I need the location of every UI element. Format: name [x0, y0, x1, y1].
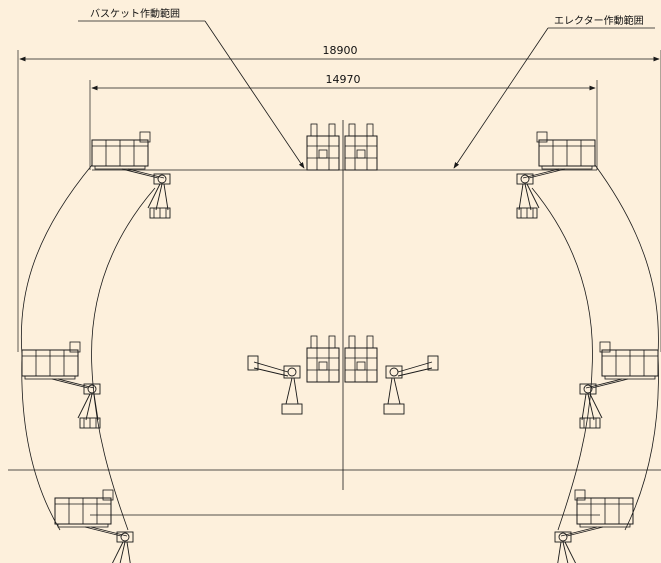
erector-range-leader [453, 27, 549, 169]
erector-range-label: エレクター作動範囲 [554, 14, 644, 27]
unit-middle-right [579, 341, 659, 429]
unit-top-left [91, 131, 171, 219]
basket-range-leader [204, 20, 305, 169]
basket-range-label: バスケット作動範囲 [90, 7, 180, 20]
unit-bottom-right [554, 489, 634, 563]
boom-middle-inner-left [247, 355, 303, 415]
unit-top-center-left [306, 123, 340, 171]
unit-top-right [516, 131, 596, 219]
unit-middle-center-right [344, 335, 378, 383]
erector-range-arc-right [531, 187, 593, 531]
unit-top-center-right [344, 123, 378, 171]
boom-middle-inner-right [383, 355, 439, 415]
unit-middle-left [21, 341, 101, 429]
unit-bottom-left [54, 489, 134, 563]
erector-range-arc-left [91, 187, 156, 531]
inner-dimension-value: 14970 [326, 73, 361, 86]
basket-range-arc-left [20, 164, 93, 531]
basket-range-arc-right [594, 164, 659, 531]
outer-dimension-value: 18900 [323, 44, 358, 57]
unit-middle-center-left [306, 335, 340, 383]
